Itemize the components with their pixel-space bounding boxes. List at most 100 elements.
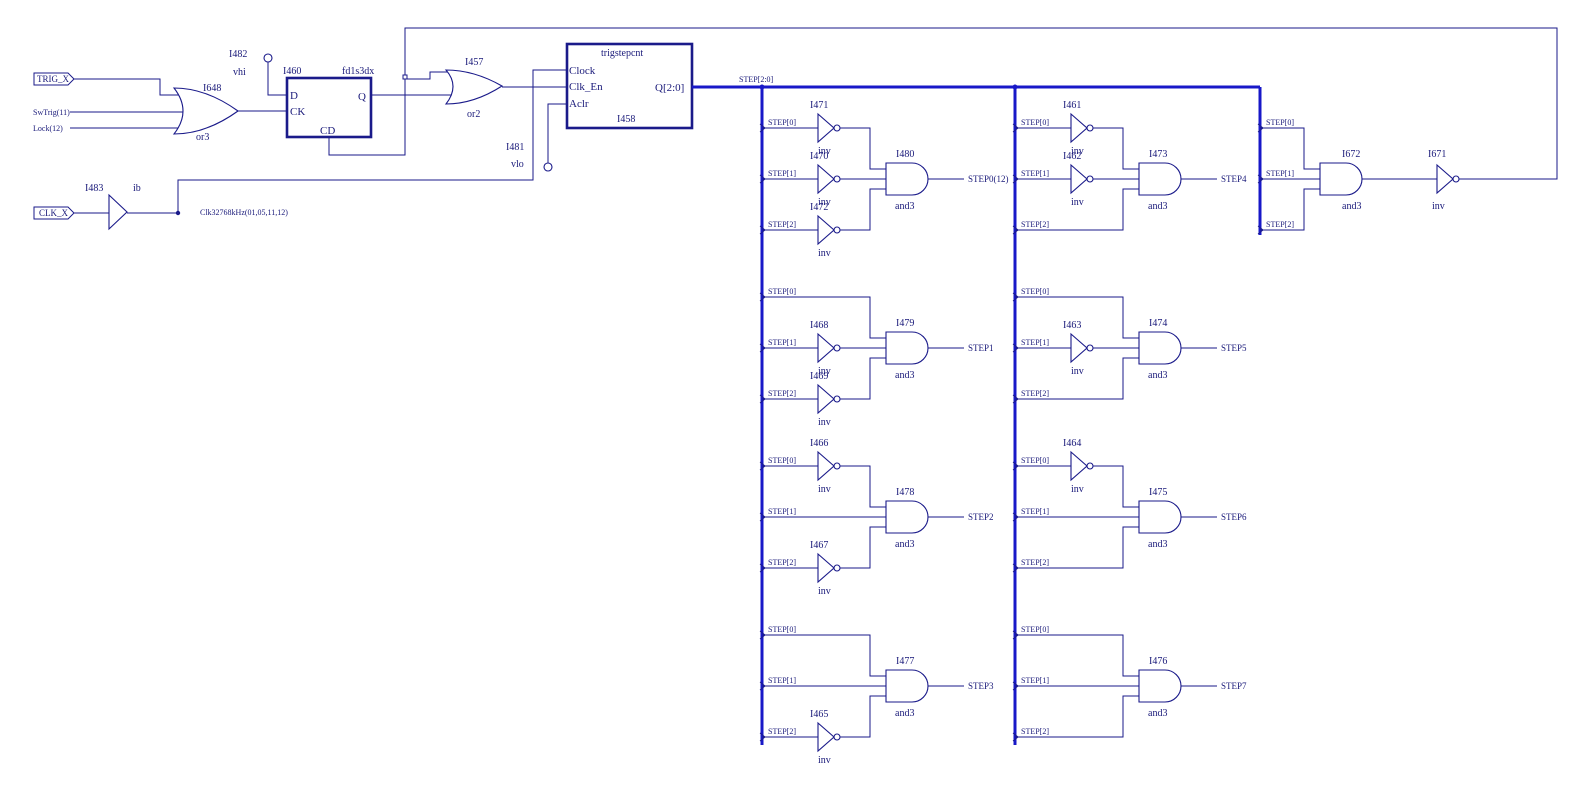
and3-type: and3 [1148, 708, 1167, 719]
inverter-bubble [1086, 462, 1094, 470]
output-label: STEP1 [968, 343, 994, 353]
inverter-ref: I463 [1063, 320, 1081, 331]
output-label: STEP2 [968, 512, 994, 522]
feedback-and3-ref: I672 [1342, 149, 1360, 160]
counter-block: trigstepcnt Clock Clk_En Aclr Q[2:0] I45… [565, 42, 694, 130]
or2-ref: I457 [465, 57, 483, 68]
input-label-step0: STEP[0] [1021, 287, 1049, 296]
feedback-inverter-ref: I671 [1428, 149, 1446, 160]
input-label-step2: STEP[2] [1021, 558, 1049, 567]
and3-type: and3 [895, 539, 914, 550]
inverter-type: inv [818, 755, 831, 766]
input-label-step2: STEP[2] [768, 389, 796, 398]
inverter-ref: I462 [1063, 151, 1081, 162]
input-label-step0: STEP[0] [768, 287, 796, 296]
input-label-step2: STEP[2] [1021, 220, 1049, 229]
input-label-step2: STEP[2] [1021, 727, 1049, 736]
ff-pin-q: Q [358, 91, 366, 103]
input-label-step0: STEP[0] [1021, 118, 1049, 127]
inverter-ref: I464 [1063, 438, 1081, 449]
inverter-type: inv [1071, 146, 1084, 157]
and3-ref: I479 [896, 318, 914, 329]
and3-ref: I476 [1149, 656, 1167, 667]
inverter-ref: I467 [810, 540, 828, 551]
cnt-ref: I458 [617, 114, 635, 125]
inverter-type: inv [818, 586, 831, 597]
input-label-step0: STEP[0] [1021, 456, 1049, 465]
and3-gate [885, 162, 929, 196]
inverter-bubble [833, 462, 841, 470]
input-label-step1: STEP[1] [1021, 676, 1049, 685]
inverter-type: inv [1071, 484, 1084, 495]
inverter-type: inv [818, 417, 831, 428]
flipflop-fd1s3dx: I460 fd1s3dx D CK Q CD [283, 66, 374, 139]
ff-pin-cd: CD [320, 125, 335, 137]
output-label: STEP6 [1221, 512, 1247, 522]
ff-ref: I460 [283, 66, 301, 77]
and3-ref: I477 [896, 656, 914, 667]
feedback-inverter-type: inv [1432, 201, 1445, 212]
input-label-step1: STEP[1] [1021, 169, 1049, 178]
and3-ref: I478 [896, 487, 914, 498]
decoder-grid: STEP[0]I471invSTEP[1]I470invSTEP[2]I472i… [759, 100, 1247, 766]
and3-gate [885, 331, 929, 365]
and3-gate [1138, 162, 1182, 196]
input-label-step0: STEP[0] [1266, 118, 1294, 127]
input-label-step0: STEP[0] [768, 456, 796, 465]
inverter-type: inv [818, 366, 831, 377]
inverter [1070, 163, 1088, 195]
inverter-ref: I468 [810, 320, 828, 331]
and3-type: and3 [895, 708, 914, 719]
inverter-bubble [1086, 344, 1094, 352]
vlo-type: vlo [511, 159, 524, 170]
inverter [1070, 450, 1088, 482]
cnt-pin-aclr: Aclr [569, 98, 589, 110]
net-swtrig: SwTrig(11) [33, 108, 70, 117]
input-label-step2: STEP[2] [768, 220, 796, 229]
decoder-cell: STEP[0]I461invSTEP[1]I462invSTEP[2]I473a… [1012, 100, 1247, 235]
feedback-inverter [1436, 163, 1454, 195]
cnt-type: trigstepcnt [601, 48, 643, 59]
vhi-type: vhi [233, 67, 246, 78]
bus-label: STEP[2:0] [739, 75, 774, 84]
buffer-ib: I483 ib [85, 183, 141, 231]
and3-gate [1138, 331, 1182, 365]
input-label-step2: STEP[2] [768, 558, 796, 567]
or3-type: or3 [196, 132, 209, 143]
output-label: STEP4 [1221, 174, 1247, 184]
cnt-pin-q: Q[2:0] [655, 82, 684, 94]
and3-ref: I475 [1149, 487, 1167, 498]
input-label-step1: STEP[1] [768, 507, 796, 516]
input-label-step2: STEP[2] [1021, 389, 1049, 398]
input-label-step1: STEP[1] [768, 676, 796, 685]
input-label-step0: STEP[0] [768, 625, 796, 634]
input-label-step1: STEP[1] [1021, 338, 1049, 347]
inverter-type: inv [818, 248, 831, 259]
inverter-bubble [833, 564, 841, 572]
and3-type: and3 [895, 201, 914, 212]
inverter-bubble [833, 124, 841, 132]
input-label-step1: STEP[1] [1021, 507, 1049, 516]
gate-or3: I648 or3 [172, 83, 239, 143]
and3-type: and3 [1148, 539, 1167, 550]
inverter [817, 552, 835, 584]
inverter-bubble [833, 733, 841, 741]
inverter-type: inv [818, 146, 831, 157]
input-label-step2: STEP[2] [1266, 220, 1294, 229]
and3-ref: I474 [1149, 318, 1167, 329]
port-trig-label: TRIG_X [37, 74, 69, 84]
output-label: STEP5 [1221, 343, 1247, 353]
decoder-cell: STEP[0]STEP[1]STEP[2]I465invI477and3STEP… [759, 625, 994, 766]
and3-gate [1138, 669, 1182, 703]
input-label-step1: STEP[1] [768, 169, 796, 178]
inverter-ref: I471 [810, 100, 828, 111]
ff-pin-ck: CK [290, 106, 305, 118]
inverter [817, 383, 835, 415]
inverter-type: inv [1071, 197, 1084, 208]
decoder-cell: STEP[0]I471invSTEP[1]I470invSTEP[2]I472i… [759, 100, 1009, 259]
and3-type: and3 [1148, 370, 1167, 381]
feedback-and3-type: and3 [1342, 201, 1361, 212]
